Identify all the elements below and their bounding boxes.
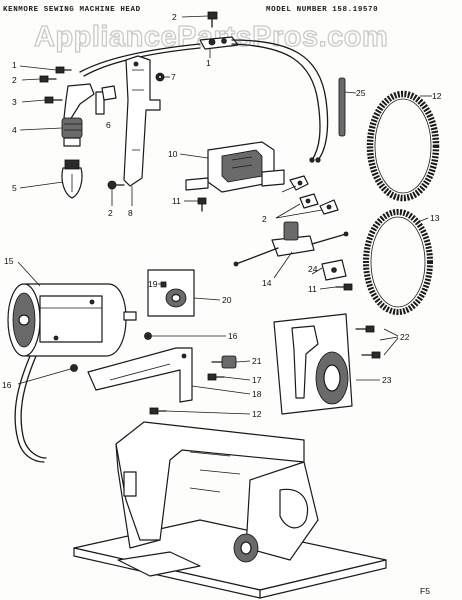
part-lamp-socket-4 (61, 117, 83, 147)
callout-13: 13 (430, 213, 440, 223)
callout-18: 18 (252, 389, 262, 399)
part-screw-7 (155, 72, 165, 82)
part-screw-11-lower (335, 283, 353, 291)
callout-8: 8 (128, 208, 133, 218)
part-screw-12-lower (149, 407, 167, 415)
part-bracket-24 (321, 259, 347, 281)
callout-12a: 12 (432, 91, 442, 101)
part-motor-cord (14, 355, 47, 463)
callout-24: 24 (308, 264, 318, 274)
callout-17: 17 (252, 375, 262, 385)
part-terminal-2 (299, 193, 339, 215)
part-motor-bracket-18 (87, 347, 193, 403)
part-switch-assembly-10 (185, 141, 285, 193)
part-pin-25 (338, 77, 346, 137)
part-screw-1-left (55, 66, 72, 74)
callout-7: 7 (171, 72, 176, 82)
callout-6: 6 (106, 120, 111, 130)
part-motor-15 (7, 283, 137, 357)
callout-1a: 1 (206, 58, 211, 68)
callout-19: 19 (148, 279, 158, 289)
callout-23: 23 (382, 375, 392, 385)
page-code: F5 (420, 586, 430, 596)
part-screw-2-lower (107, 180, 125, 190)
callout-11b: 11 (308, 284, 317, 294)
callout-2d: 2 (262, 214, 267, 224)
part-screw-16-right (144, 332, 152, 340)
callout-20: 20 (222, 295, 232, 305)
callout-labels: 2 1 1 2 3 4 5 6 7 8 2 10 11 2 14 24 11 2… (2, 12, 442, 596)
leader-lines (17, 15, 432, 415)
part-thread-guide-1-top (199, 36, 239, 50)
part-belt-13 (363, 209, 433, 315)
part-lamp-bracket (63, 83, 105, 121)
part-screw-11-upper (197, 197, 207, 212)
callout-10: 10 (168, 149, 178, 159)
part-bracket-23 (273, 313, 353, 415)
callout-15: 15 (4, 256, 14, 266)
callout-14: 14 (262, 278, 272, 288)
callout-2c: 2 (108, 208, 113, 218)
part-screw-2-left (39, 75, 57, 83)
part-screw-2-top (207, 11, 218, 28)
part-screw-21 (211, 355, 237, 369)
callout-3: 3 (12, 97, 17, 107)
callout-11a: 11 (172, 196, 181, 206)
callout-1b-left: 1 (12, 60, 17, 70)
callout-2b: 2 (12, 75, 17, 85)
part-screws-22 (355, 325, 381, 359)
part-screw-3-left (44, 96, 63, 104)
callout-4: 4 (12, 125, 17, 135)
part-bracket-8 (123, 55, 161, 187)
callout-5: 5 (12, 183, 17, 193)
callout-16a: 16 (228, 331, 238, 341)
part-plug-14 (233, 221, 349, 267)
sewing-machine-body (73, 421, 387, 599)
callout-16b: 16 (2, 380, 12, 390)
diagram-title: KENMORE SEWING MACHINE HEAD (3, 6, 141, 14)
part-terminal-1 (289, 175, 309, 191)
part-belt-12 (366, 90, 440, 202)
part-pulley-box-20 (147, 269, 195, 317)
part-screw-17 (207, 373, 225, 381)
wire-harness-top (79, 39, 329, 163)
callout-12b: 12 (252, 409, 262, 419)
callout-2a: 2 (172, 12, 177, 22)
callout-21: 21 (252, 356, 262, 366)
model-number: MODEL NUMBER 158.19570 (266, 6, 378, 14)
part-clip-6 (101, 85, 117, 101)
callout-22: 22 (400, 332, 410, 342)
part-light-bulb-5 (61, 159, 83, 199)
callout-25: 25 (356, 88, 366, 98)
